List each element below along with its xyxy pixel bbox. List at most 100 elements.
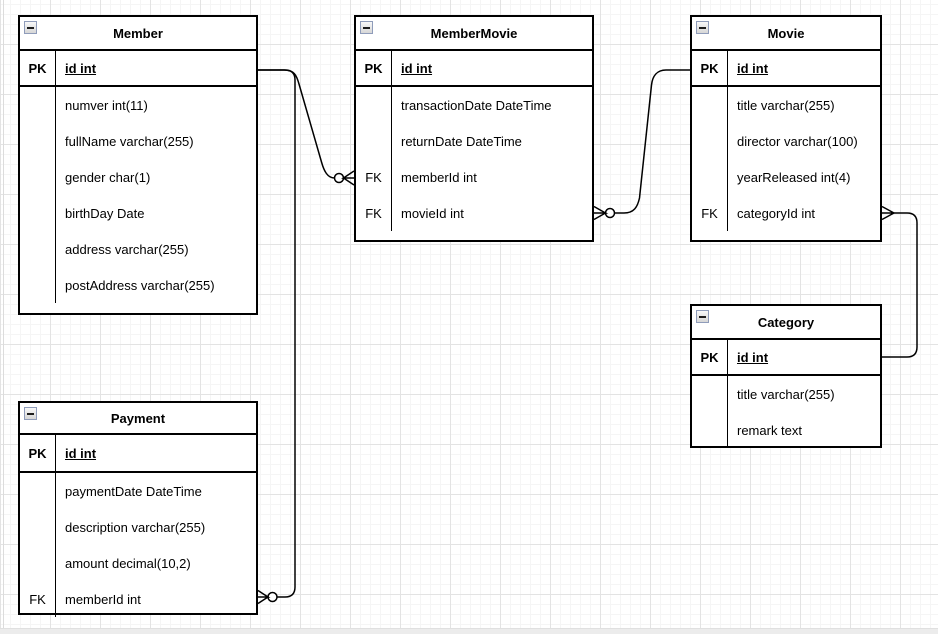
row-member-address[interactable]: address varchar(255) xyxy=(20,231,256,267)
row-member-birthday[interactable]: birthDay Date xyxy=(20,195,256,231)
field-cell: amount decimal(10,2) xyxy=(65,555,191,571)
row-movie-title[interactable]: title varchar(255) xyxy=(692,87,880,123)
page-border-line xyxy=(3,0,4,634)
key-cell: FK xyxy=(692,195,728,231)
field-cell: id int xyxy=(65,445,97,461)
table-payment-header[interactable]: Payment xyxy=(20,403,256,435)
minus-glyph xyxy=(699,26,706,29)
row-membermovie-memberid[interactable]: FK memberId int xyxy=(356,159,592,195)
key-cell xyxy=(20,159,56,195)
key-cell xyxy=(692,87,728,123)
row-movie-id[interactable]: PK id int xyxy=(692,51,880,87)
table-title: Movie xyxy=(767,25,805,41)
key-cell xyxy=(20,509,56,545)
edge-movie-membermovie[interactable] xyxy=(593,69,690,221)
edge-member-membermovie[interactable] xyxy=(258,69,355,186)
collapse-icon[interactable] xyxy=(360,21,373,34)
row-category-remark[interactable]: remark text xyxy=(692,412,880,448)
field-cell: birthDay Date xyxy=(65,205,145,221)
key-cell xyxy=(692,123,728,159)
key-cell: PK xyxy=(692,340,728,374)
table-category-header[interactable]: Category xyxy=(692,306,880,340)
collapse-icon[interactable] xyxy=(696,310,709,323)
row-member-fullname[interactable]: fullName varchar(255) xyxy=(20,123,256,159)
key-cell: PK xyxy=(356,51,392,85)
field-cell: title varchar(255) xyxy=(737,386,835,402)
field-cell: director varchar(100) xyxy=(737,133,858,149)
key-cell: PK xyxy=(20,51,56,85)
minus-glyph xyxy=(699,315,706,318)
table-movie-header[interactable]: Movie xyxy=(692,17,880,51)
field-cell: title varchar(255) xyxy=(737,97,835,113)
key-cell: PK xyxy=(20,435,56,471)
row-membermovie-returndate[interactable]: returnDate DateTime xyxy=(356,123,592,159)
key-cell: PK xyxy=(692,51,728,85)
key-cell xyxy=(20,195,56,231)
field-cell: postAddress varchar(255) xyxy=(65,277,215,293)
key-cell xyxy=(20,267,56,303)
row-payment-amount[interactable]: amount decimal(10,2) xyxy=(20,545,256,581)
table-member-header[interactable]: Member xyxy=(20,17,256,51)
table-title: Member xyxy=(113,25,163,41)
key-cell xyxy=(20,231,56,267)
key-cell xyxy=(20,87,56,123)
row-membermovie-movieid[interactable]: FK movieId int xyxy=(356,195,592,231)
row-movie-director[interactable]: director varchar(100) xyxy=(692,123,880,159)
key-cell xyxy=(692,376,728,412)
row-category-title[interactable]: title varchar(255) xyxy=(692,376,880,412)
field-cell: description varchar(255) xyxy=(65,519,206,535)
field-cell: id int xyxy=(737,349,769,365)
key-cell xyxy=(20,123,56,159)
key-cell xyxy=(692,159,728,195)
row-category-id[interactable]: PK id int xyxy=(692,340,880,376)
row-member-postaddress[interactable]: postAddress varchar(255) xyxy=(20,267,256,303)
collapse-icon[interactable] xyxy=(24,407,37,420)
key-cell xyxy=(356,87,392,123)
field-cell: categoryId int xyxy=(737,205,816,221)
field-cell: id int xyxy=(65,60,97,76)
field-cell: memberId int xyxy=(65,591,141,607)
row-member-numver[interactable]: numver int(11) xyxy=(20,87,256,123)
row-membermovie-transactiondate[interactable]: transactionDate DateTime xyxy=(356,87,592,123)
table-membermovie-header[interactable]: MemberMovie xyxy=(356,17,592,51)
table-title: MemberMovie xyxy=(430,25,518,41)
field-cell: id int xyxy=(401,60,433,76)
field-cell: returnDate DateTime xyxy=(401,133,522,149)
field-cell: gender char(1) xyxy=(65,169,151,185)
key-cell: FK xyxy=(356,159,392,195)
collapse-icon[interactable] xyxy=(24,21,37,34)
crowfoot-membermovie-movieid xyxy=(593,205,609,221)
edge-category-movie[interactable] xyxy=(881,205,918,358)
row-payment-paymentdate[interactable]: paymentDate DateTime xyxy=(20,473,256,509)
row-movie-categoryid[interactable]: FK categoryId int xyxy=(692,195,880,231)
table-membermovie[interactable]: MemberMovie PK id int transactionDate Da… xyxy=(354,15,594,242)
table-member[interactable]: Member PK id int numver int(11) fullName… xyxy=(18,15,258,315)
row-payment-description[interactable]: description varchar(255) xyxy=(20,509,256,545)
edge-member-payment[interactable] xyxy=(257,69,296,605)
minus-glyph xyxy=(27,412,34,415)
field-cell: yearReleased int(4) xyxy=(737,169,851,185)
crowfoot-payment-memberid xyxy=(257,589,271,605)
minus-glyph xyxy=(27,26,34,29)
field-cell: fullName varchar(255) xyxy=(65,133,194,149)
field-cell: address varchar(255) xyxy=(65,241,189,257)
table-payment[interactable]: Payment PK id int paymentDate DateTime d… xyxy=(18,401,258,617)
row-member-id[interactable]: PK id int xyxy=(20,51,256,87)
field-cell: movieId int xyxy=(401,205,464,221)
row-membermovie-id[interactable]: PK id int xyxy=(356,51,592,87)
crowfoot-movie-categoryid xyxy=(881,205,895,221)
crowfoot-membermovie-memberid xyxy=(341,170,355,186)
table-title: Category xyxy=(757,314,815,330)
field-cell: numver int(11) xyxy=(65,97,148,113)
table-category[interactable]: Category PK id int title varchar(255) re… xyxy=(690,304,882,448)
key-cell xyxy=(20,545,56,581)
field-cell: id int xyxy=(737,60,769,76)
field-cell: memberId int xyxy=(401,169,477,185)
row-payment-id[interactable]: PK id int xyxy=(20,435,256,473)
row-payment-memberid[interactable]: FK memberId int xyxy=(20,581,256,617)
table-movie[interactable]: Movie PK id int title varchar(255) direc… xyxy=(690,15,882,242)
row-member-gender[interactable]: gender char(1) xyxy=(20,159,256,195)
collapse-icon[interactable] xyxy=(696,21,709,34)
row-movie-yearreleased[interactable]: yearReleased int(4) xyxy=(692,159,880,195)
field-cell: transactionDate DateTime xyxy=(401,97,552,113)
